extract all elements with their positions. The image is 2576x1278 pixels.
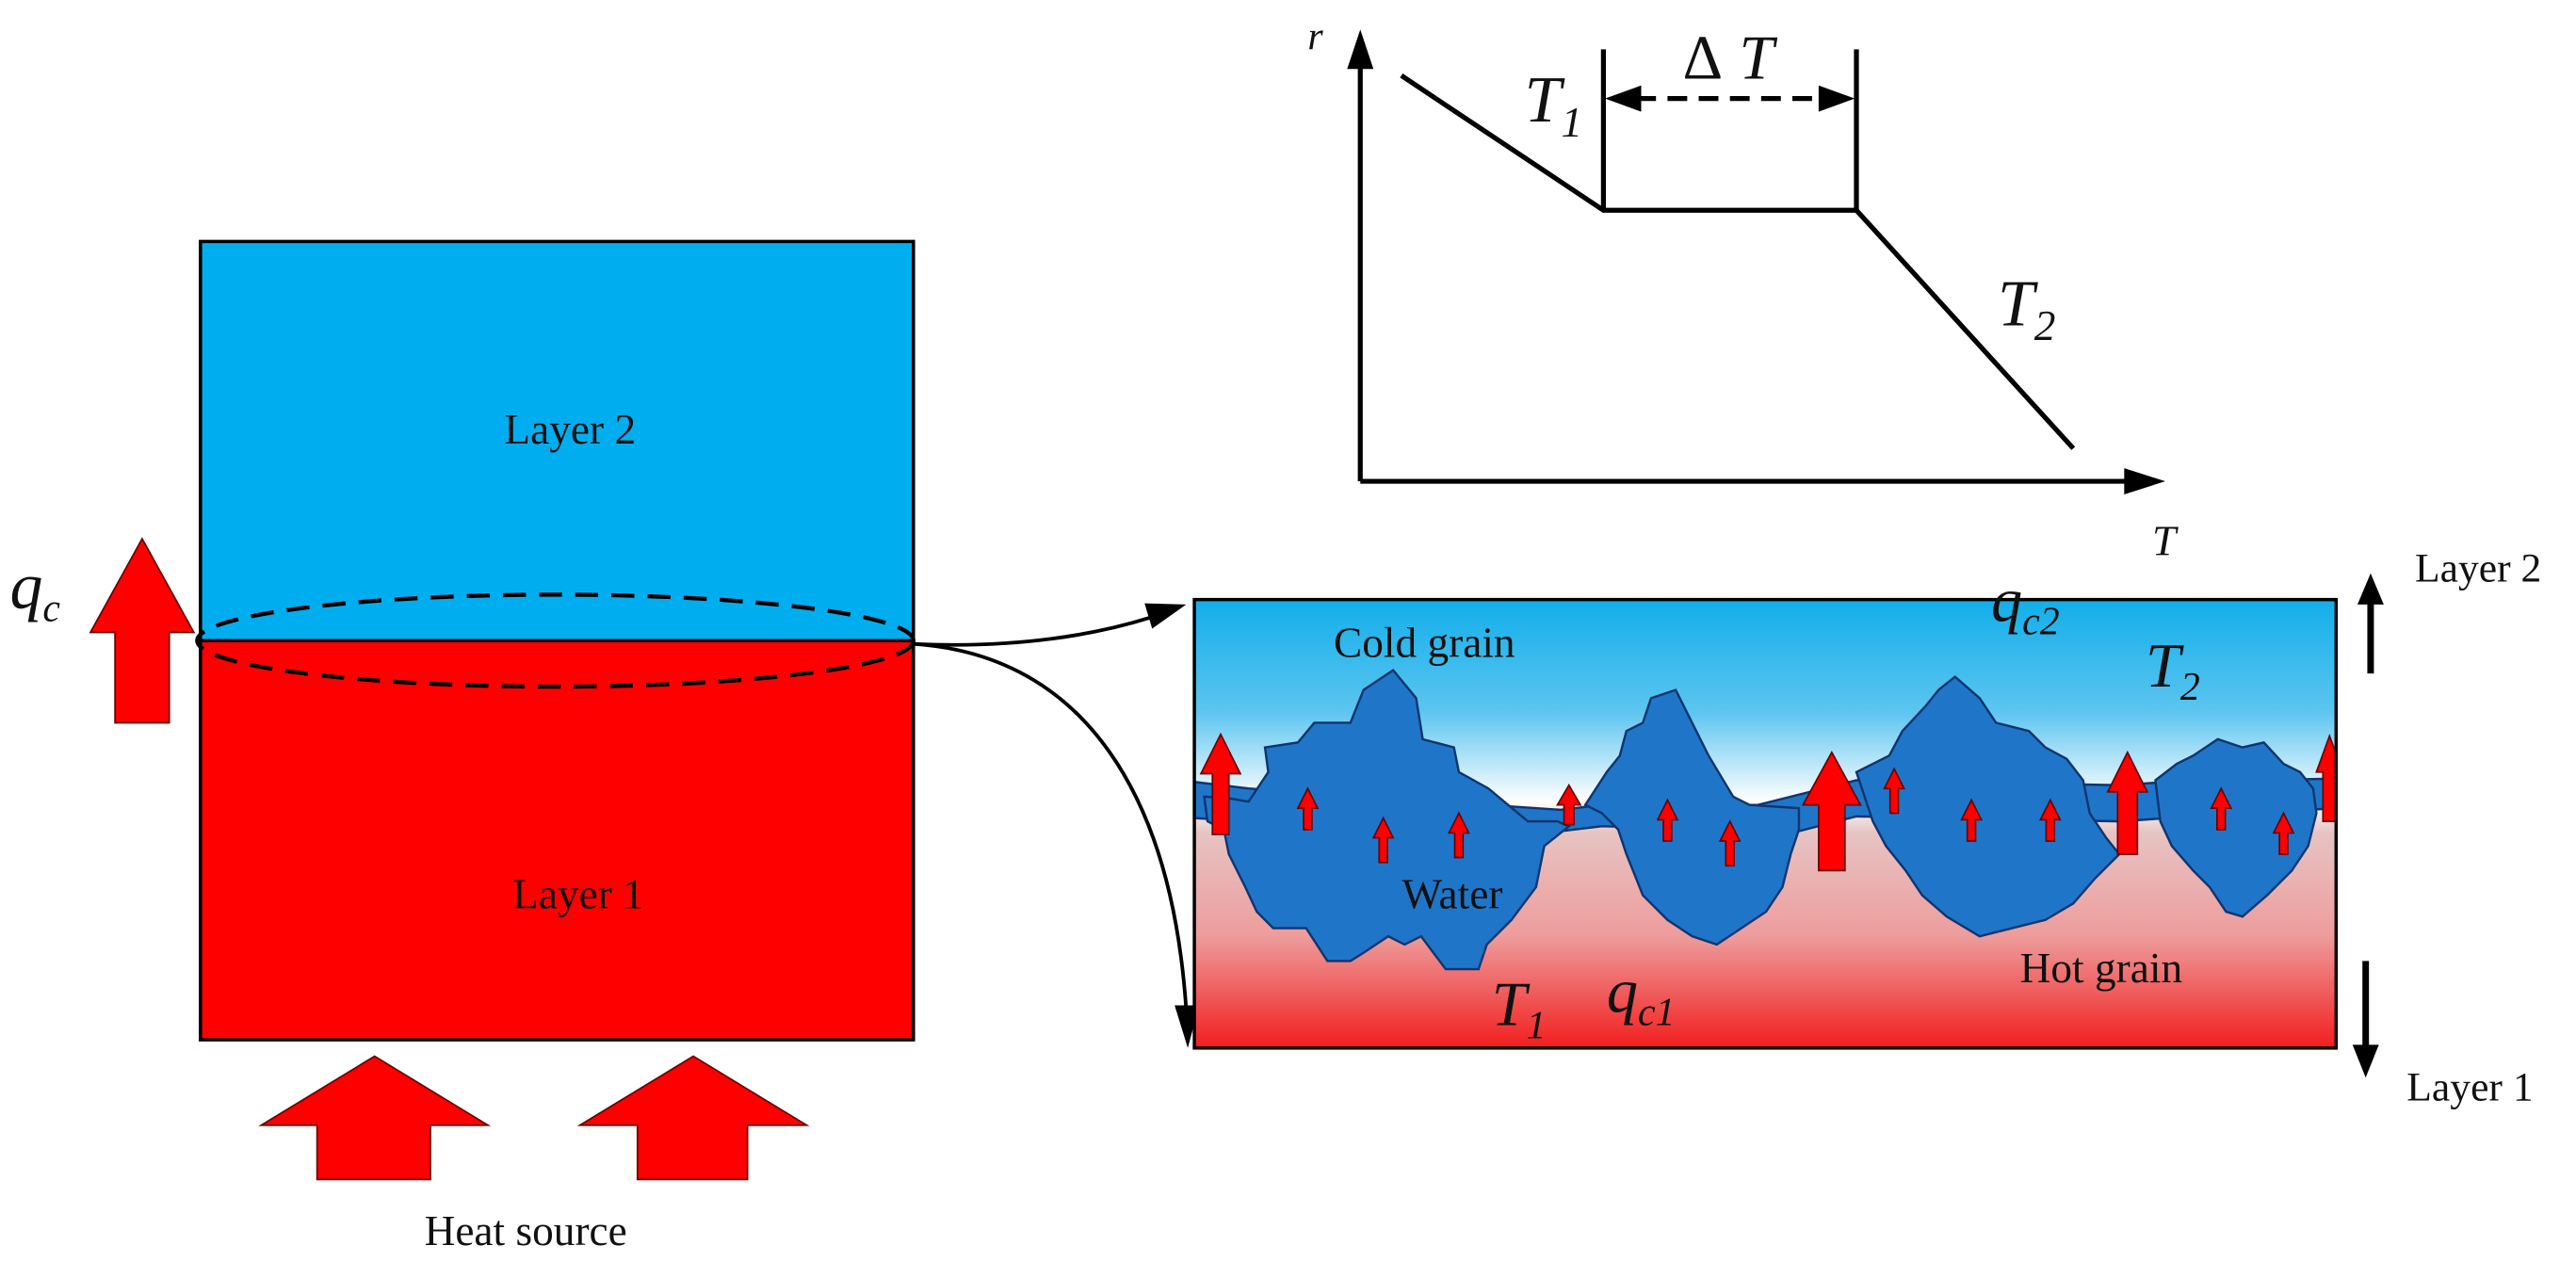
y-axis-label: r [1307,15,1323,58]
zoom-frame [1192,597,2339,1050]
heat-flow-arrow [1199,732,1242,835]
heat-source-arrow-right [576,1055,810,1181]
delta-t-left-arrowhead [1605,85,1642,112]
graph-t2-symbol: T [1998,267,2038,340]
layer-1-label: Layer 1 [512,871,644,918]
heat-flow-arrow [2038,798,2062,842]
heat-flow-arrow [1371,816,1395,864]
cold-grain-label: Cold grain [1334,620,1515,667]
hot-grain-label: Hot grain [2020,945,2182,992]
water-label: Water [1401,871,1502,918]
heat-flow-arrow [2210,786,2233,831]
heat-flow-arrow [2272,811,2295,855]
grain-4 [2154,737,2318,918]
heat-flow-arrow [2315,733,2337,822]
graph-t1-label: T1 [1525,64,1582,146]
heat-flow-arrow [2106,750,2149,855]
heat-flow-arrow [1296,786,1320,831]
flux-label: qc [10,550,61,630]
layer-2-region [199,239,915,642]
heat-flow-arrows [1199,732,2337,872]
flux-arrow [89,537,196,724]
heat-flow-arrow [1960,798,1983,842]
layer-2-label: Layer 2 [504,406,636,453]
r-curve [1400,73,2076,450]
right-layer-1-label: Layer 1 [2406,1065,2533,1110]
zoom-t1-subscript: 1 [1527,1004,1547,1047]
zoom-qc2-subscript: c2 [2022,600,2060,643]
heat-flow-arrow [1718,819,1742,867]
heat-source-arrow-left [258,1055,492,1181]
heat-flow-arrow [1448,811,1470,859]
zoom-t2-subscript: 2 [2180,666,2200,709]
graph-t2-label: T2 [1998,267,2055,349]
layer-2-direction-arrowhead [2357,573,2384,605]
zoom-qc2-symbol: q [1991,566,2022,635]
zoom-t2-label: T2 [2146,632,2200,709]
zoom-t1-label: T1 [1492,970,1547,1047]
delta-variable: T [1740,24,1778,93]
flux-label-symbol: q [10,550,43,623]
zoom-qc1-label: qc1 [1607,957,1676,1034]
grain-2 [1583,688,1801,946]
heat-flow-arrow [1883,767,1905,815]
heat-flow-arrow [1556,784,1582,826]
grain-1 [1203,669,1572,971]
layer-1-direction-arrowhead [2352,1044,2379,1078]
y-axis-arrowhead [1347,29,1374,70]
x-axis-arrowhead [2124,468,2165,495]
zoom-qc1-symbol: q [1607,957,1638,1026]
heat-source-label: Heat source [425,1207,627,1254]
flux-label-subscript: c [42,587,60,630]
zoom-qc1-subscript: c1 [1638,991,1676,1034]
zoom-t2-symbol: T [2146,632,2184,701]
zoom-box: Cold grain Water Hot grain qc2 T2 T1 qc1 [1192,566,2339,1050]
graph-t1-symbol: T [1525,64,1565,137]
zoom-connector-upper [913,615,1151,647]
grain-3 [1855,675,2121,938]
right-layer-2-label: Layer 2 [2415,545,2541,590]
zoom-connector-lower [913,641,1189,1010]
heat-flow-arrow [1801,751,1862,872]
graph-t2-subscript: 2 [2034,302,2056,349]
graph-t1-subscript: 1 [1561,99,1582,146]
zoom-qc2-label: qc2 [1991,566,2060,643]
x-axis-label: T [2152,518,2179,565]
zoom-connector-upper-arrowhead [1144,603,1187,629]
interface-ellipse [195,592,915,689]
left-block: Layer 2 Layer 1 [195,239,915,1042]
delta-symbol: Δ [1682,24,1723,93]
delta-t-right-arrowhead [1818,85,1855,112]
layer-1-region [199,639,915,1042]
zoom-t1-symbol: T [1492,970,1531,1039]
heat-flow-arrow [1656,798,1679,842]
